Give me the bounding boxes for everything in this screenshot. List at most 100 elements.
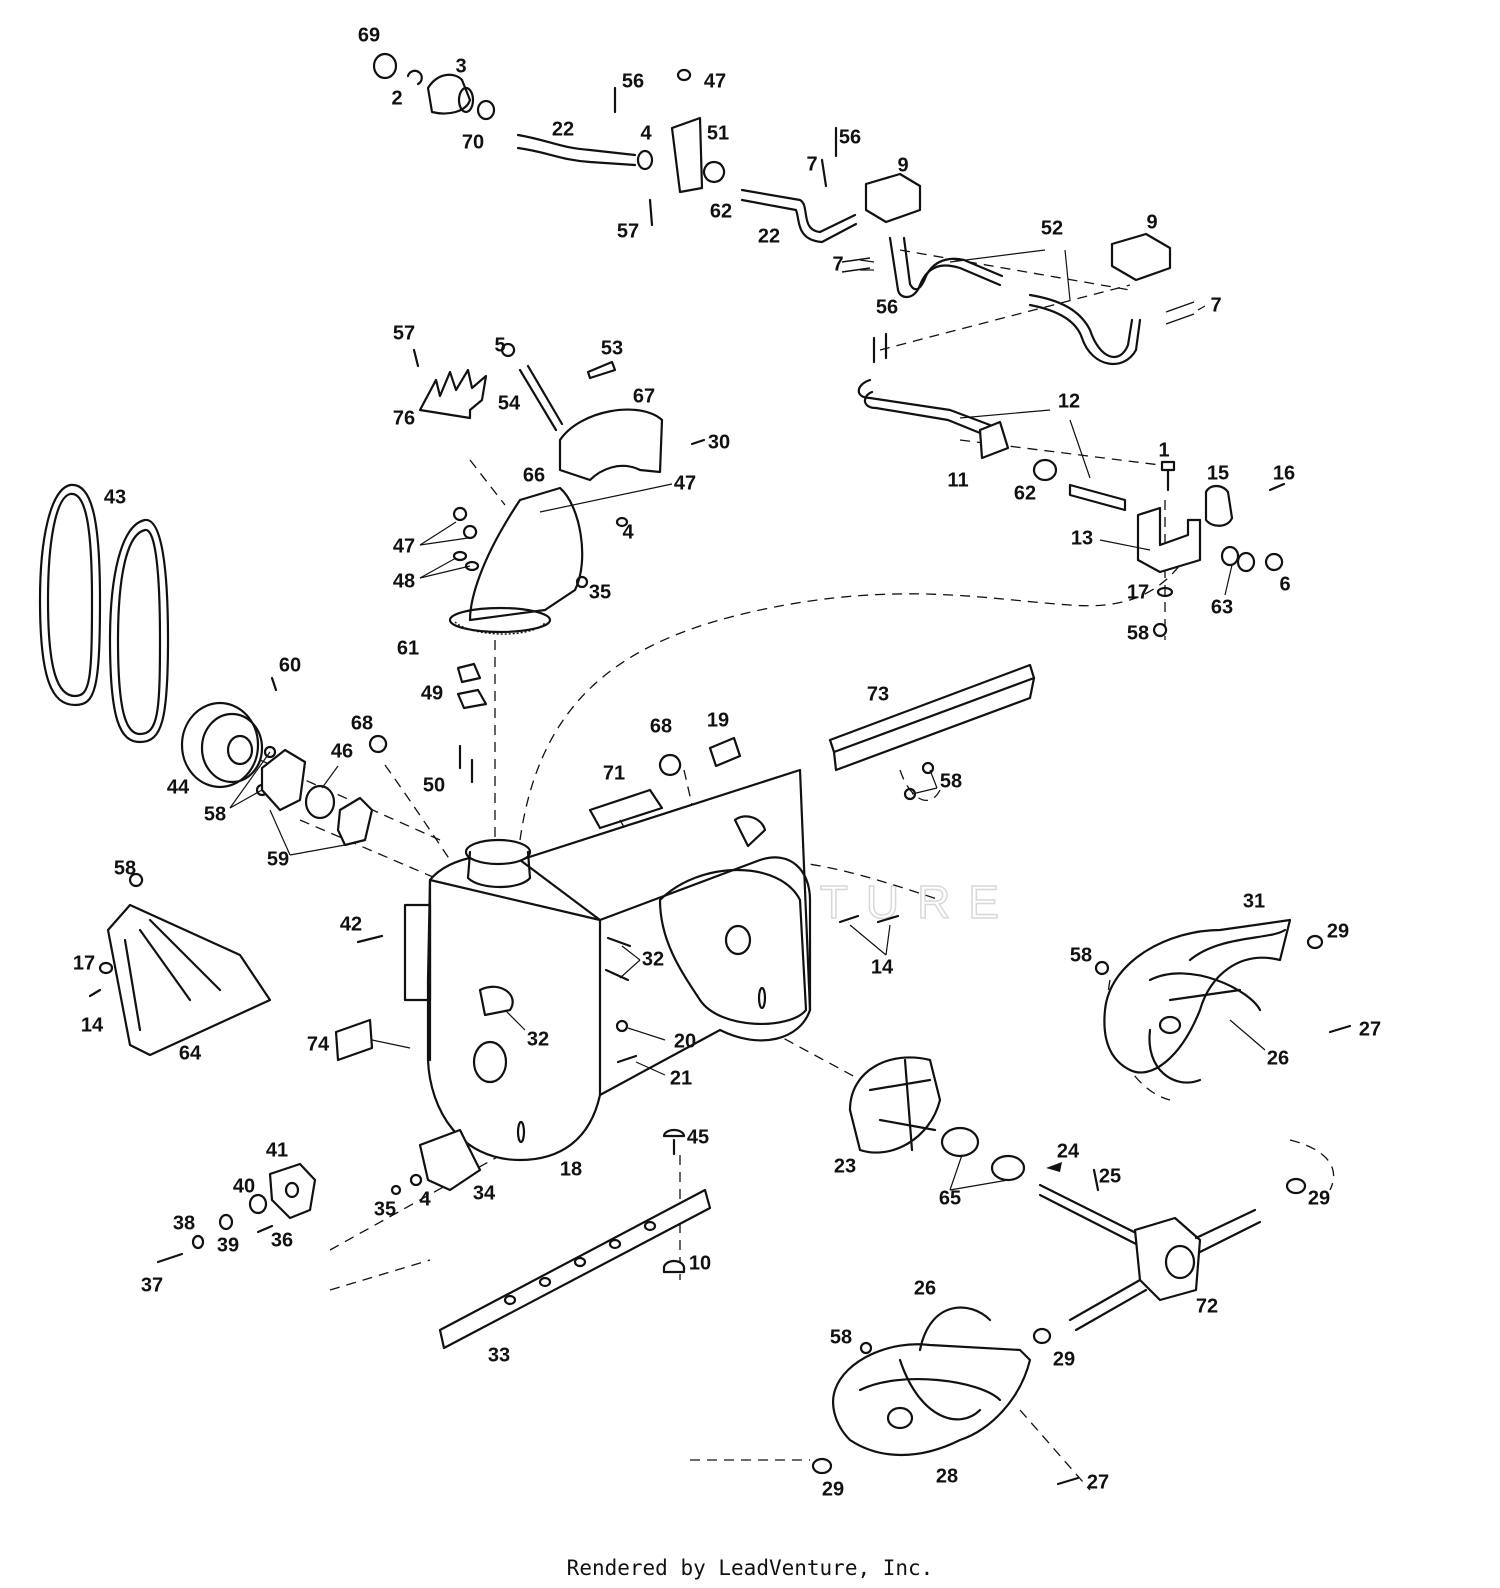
callout-72: 72: [1196, 1295, 1218, 1317]
callout-28: 28: [936, 1465, 958, 1487]
callout-35: 35: [589, 581, 611, 603]
callout-51: 51: [707, 122, 729, 144]
callout-29: 29: [1308, 1187, 1330, 1209]
callout-17: 17: [1127, 581, 1149, 603]
callout-43: 43: [104, 486, 126, 508]
callout-29: 29: [822, 1478, 844, 1500]
callout-12: 12: [1058, 390, 1080, 412]
callout-29: 29: [1053, 1348, 1075, 1370]
bearing-assembly: [156, 1128, 482, 1264]
callout-11: 11: [947, 469, 968, 491]
callout-64: 64: [179, 1042, 202, 1064]
support-bracket-64: [88, 872, 272, 1057]
callout-52: 52: [1041, 217, 1063, 239]
callout-47: 47: [674, 472, 696, 494]
callout-35: 35: [374, 1198, 396, 1220]
callout-13: 13: [1071, 527, 1093, 549]
callout-68: 68: [650, 715, 672, 737]
callout-27: 27: [1359, 1018, 1381, 1040]
callout-4: 4: [622, 521, 634, 543]
callout-56: 56: [876, 296, 898, 318]
callout-58: 58: [1127, 622, 1149, 644]
callout-65: 65: [939, 1187, 961, 1209]
callout-15: 15: [1207, 462, 1229, 484]
callout-47: 47: [393, 535, 415, 557]
callout-7: 7: [832, 253, 843, 275]
callout-40: 40: [233, 1175, 255, 1197]
callout-58: 58: [940, 770, 962, 792]
callout-10: 10: [689, 1252, 711, 1274]
callout-54: 54: [498, 392, 521, 414]
callout-7: 7: [806, 153, 817, 175]
callout-57: 57: [393, 322, 415, 344]
impeller-and-shaft: [848, 1056, 1307, 1332]
callout-7: 7: [1210, 294, 1221, 316]
chute-crank-assembly: [372, 52, 922, 244]
callout-34: 34: [473, 1182, 496, 1204]
callout-24: 24: [1057, 1140, 1080, 1162]
callout-62: 62: [1014, 482, 1036, 504]
callout-62: 62: [710, 200, 732, 222]
callout-58: 58: [1070, 944, 1092, 966]
callout-18: 18: [560, 1158, 582, 1180]
callout-53: 53: [601, 337, 623, 359]
auger-housing: [403, 768, 812, 1162]
callout-49: 49: [421, 682, 443, 704]
leader-lines: [229, 249, 1266, 1191]
callout-31: 31: [1243, 890, 1265, 912]
callout-39: 39: [217, 1234, 239, 1256]
decals: [334, 736, 742, 1062]
callout-46: 46: [331, 740, 353, 762]
callout-63: 63: [1211, 596, 1233, 618]
callout-22: 22: [552, 118, 574, 140]
callout-4: 4: [640, 122, 652, 144]
callout-33: 33: [488, 1344, 510, 1366]
callout-2: 2: [391, 87, 402, 109]
callout-71: 71: [603, 762, 625, 784]
callout-14: 14: [81, 1014, 104, 1036]
scraper-angle-73: [828, 663, 1036, 801]
callout-23: 23: [834, 1155, 856, 1177]
drive-belts-pulley: [38, 483, 488, 847]
callout-29: 29: [1327, 920, 1349, 942]
callout-68: 68: [351, 712, 373, 734]
callout-50: 50: [423, 774, 445, 796]
callout-4: 4: [419, 1188, 431, 1210]
callout-17: 17: [73, 952, 95, 974]
callout-70: 70: [462, 131, 484, 153]
callout-73: 73: [867, 683, 889, 705]
callout-27: 27: [1087, 1471, 1109, 1493]
callout-67: 67: [633, 385, 655, 407]
callout-36: 36: [271, 1229, 293, 1251]
callout-5: 5: [494, 334, 505, 356]
callout-19: 19: [707, 709, 729, 731]
callout-58: 58: [830, 1326, 852, 1348]
lower-auger-28: [811, 1306, 1080, 1486]
callout-47: 47: [704, 70, 726, 92]
callout-20: 20: [674, 1030, 696, 1052]
callout-59: 59: [267, 848, 289, 870]
callout-38: 38: [173, 1212, 195, 1234]
callout-30: 30: [708, 431, 730, 453]
callout-56: 56: [622, 70, 644, 92]
callout-3: 3: [455, 55, 466, 77]
discharge-chute-assembly: [412, 342, 706, 635]
callout-58: 58: [114, 857, 136, 879]
callout-25: 25: [1099, 1165, 1121, 1187]
callout-9: 9: [897, 154, 908, 176]
callout-45: 45: [687, 1126, 709, 1148]
callout-44: 44: [167, 776, 190, 798]
callout-37: 37: [141, 1274, 163, 1296]
callout-26: 26: [1267, 1047, 1289, 1069]
direction-arrow-icon: [1046, 1162, 1062, 1172]
upper-auger-31: [1094, 918, 1352, 1084]
bolts: [356, 914, 900, 1064]
shave-plate-33: [438, 1128, 712, 1350]
callout-labels: 69 3 2 70 22 56 47 4 51 57 62 22 7 56 9 …: [73, 24, 1381, 1500]
callout-21: 21: [670, 1067, 692, 1089]
callout-76: 76: [393, 407, 415, 429]
callout-32: 32: [527, 1028, 549, 1050]
callout-6: 6: [1279, 573, 1290, 595]
callout-9: 9: [1146, 211, 1157, 233]
